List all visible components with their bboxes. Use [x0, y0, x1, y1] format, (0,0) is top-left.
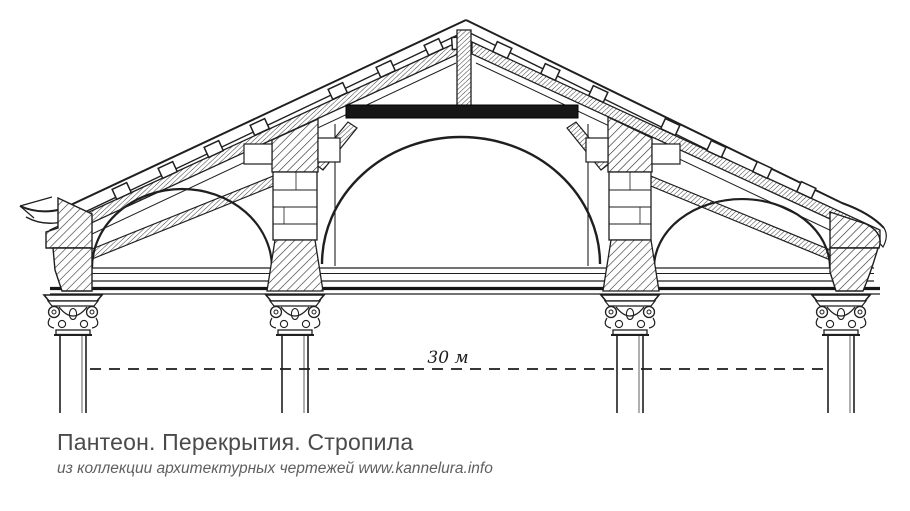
- frame-posts: [334, 124, 589, 266]
- column-2: [265, 294, 325, 414]
- left-wall: [45, 196, 93, 292]
- caption-block: Пантеон. Перекрытия. Стропила из коллекц…: [57, 428, 493, 478]
- entablature: [50, 267, 880, 295]
- right-wall: [829, 211, 881, 292]
- caption-subtitle: из коллекции архитектурных чертежей www.…: [57, 459, 493, 477]
- right-pier: [585, 115, 681, 292]
- caption-title: Пантеон. Перекрытия. Стропила: [57, 429, 414, 455]
- column-3: [600, 294, 660, 414]
- pantheon-truss-drawing: 30 м: [19, 19, 887, 414]
- dimension-label: 30 м: [427, 348, 468, 368]
- column-1: [43, 294, 103, 414]
- right-arch: [652, 197, 832, 269]
- column-4: [811, 294, 871, 414]
- tie-beam: [345, 104, 579, 119]
- left-arch: [90, 187, 274, 269]
- king-post: [456, 29, 472, 107]
- dimension: 30 м: [90, 348, 826, 370]
- central-arch: [320, 135, 602, 265]
- left-pier: [243, 117, 341, 292]
